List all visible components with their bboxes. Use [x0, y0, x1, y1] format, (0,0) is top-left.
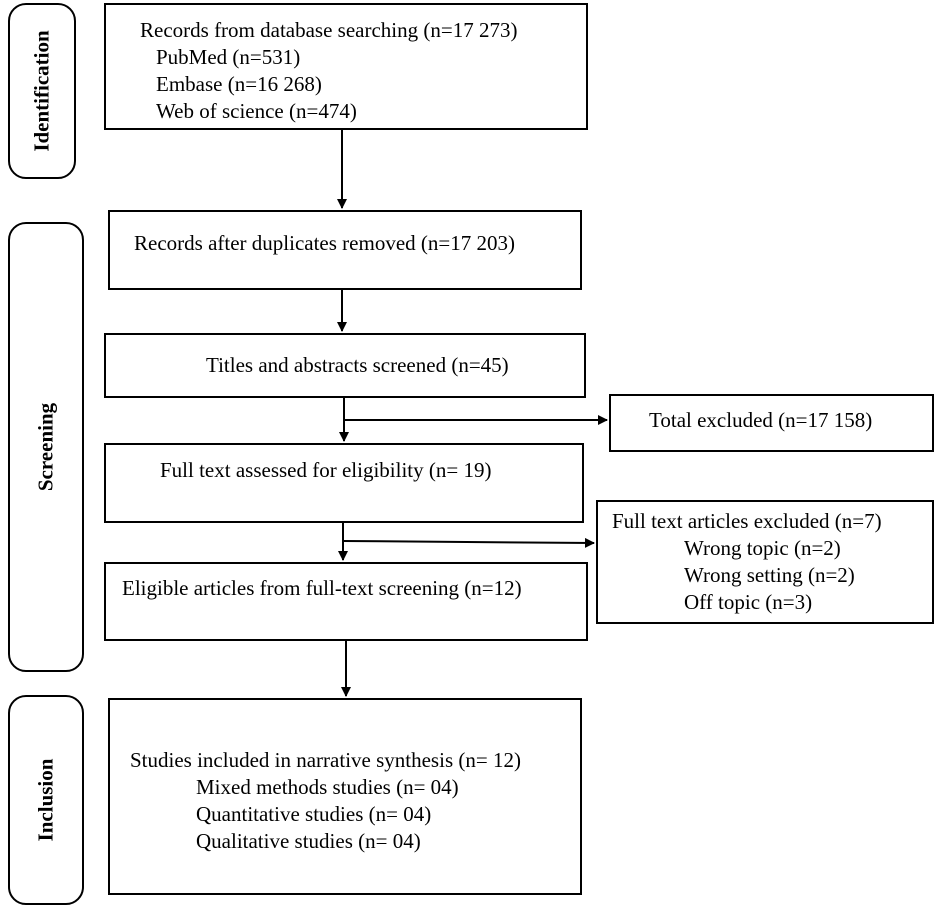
full-text-assessed-box: Full text assessed for eligibility (n= 1…	[104, 443, 584, 523]
records-identified-title: Records from database searching (n=17 27…	[140, 18, 518, 42]
studies-included-title: Studies included in narrative synthesis …	[130, 748, 521, 772]
full-text-assessed-title: Full text assessed for eligibility (n= 1…	[160, 458, 492, 482]
total-excluded-title: Total excluded (n=17 158)	[649, 408, 873, 432]
total-excluded-box: Total excluded (n=17 158)	[609, 394, 934, 452]
full-text-excluded-reason: Wrong topic (n=2)	[684, 536, 841, 560]
studies-included-type: Quantitative studies (n= 04)	[196, 802, 432, 826]
full-text-excluded-reason: Wrong setting (n=2)	[684, 563, 855, 587]
eligible-articles-title: Eligible articles from full-text screeni…	[122, 576, 522, 600]
stage-screening-label: Screening	[33, 402, 58, 492]
stage-screening: Screening	[8, 222, 84, 672]
arrow-to-full-text-excluded	[342, 537, 595, 548]
titles-screened-box: Titles and abstracts screened (n=45)	[104, 333, 586, 398]
titles-screened-title: Titles and abstracts screened (n=45)	[206, 353, 509, 377]
records-identified-box: Records from database searching (n=17 27…	[104, 3, 588, 130]
full-text-excluded-title: Full text articles excluded (n=7)	[612, 509, 882, 533]
records-identified-source: PubMed (n=531)	[156, 45, 301, 69]
full-text-excluded-box: Full text articles excluded (n=7) Wrong …	[596, 500, 934, 624]
eligible-articles-box: Eligible articles from full-text screeni…	[104, 562, 588, 641]
stage-identification-label: Identification	[29, 30, 54, 152]
stage-inclusion: Inclusion	[8, 695, 84, 905]
studies-included-box: Studies included in narrative synthesis …	[108, 698, 582, 895]
records-identified-source: Embase (n=16 268)	[156, 72, 322, 96]
studies-included-type: Qualitative studies (n= 04)	[196, 829, 421, 853]
duplicates-removed-title: Records after duplicates removed (n=17 2…	[134, 231, 515, 255]
records-identified-source: Web of science (n=474)	[156, 99, 357, 123]
full-text-excluded-reason: Off topic (n=3)	[684, 590, 813, 614]
stage-inclusion-label: Inclusion	[33, 758, 58, 842]
stage-identification: Identification	[8, 3, 76, 179]
duplicates-removed-box: Records after duplicates removed (n=17 2…	[108, 210, 582, 290]
studies-included-type: Mixed methods studies (n= 04)	[196, 775, 459, 799]
